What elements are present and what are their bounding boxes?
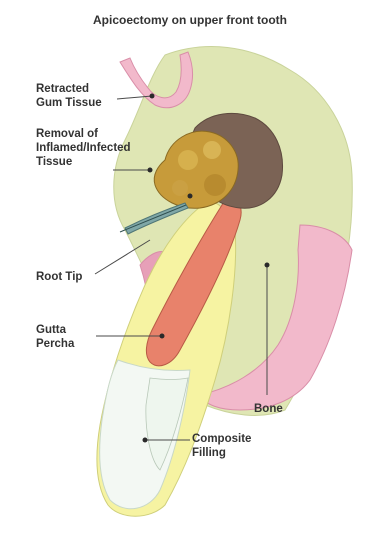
infection-bump-d xyxy=(172,180,188,196)
label-gutta: Gutta xyxy=(36,324,67,336)
removal-dot-2 xyxy=(188,194,193,199)
infection-bump-b xyxy=(203,141,221,159)
label-inflamed-infected: Inflamed/Infected xyxy=(36,142,131,154)
gutta-dot xyxy=(160,334,165,339)
label-filling: Filling xyxy=(192,447,226,459)
label-retracted: Retracted xyxy=(36,83,89,95)
label-bone: Bone xyxy=(254,403,283,415)
label-percha: Percha xyxy=(36,338,75,350)
label-gum-tissue: Gum Tissue xyxy=(36,97,102,109)
label-removal-of: Removal of xyxy=(36,128,98,140)
removal-dot xyxy=(148,168,153,173)
diagram-title: Apicoectomy on upper front tooth xyxy=(93,13,287,27)
label-root-tip: Root Tip xyxy=(36,271,82,283)
infection-bump-c xyxy=(204,174,226,196)
label-tissue: Tissue xyxy=(36,156,72,168)
composite-dot xyxy=(143,438,148,443)
infection-bump-a xyxy=(178,150,198,170)
bone-dot xyxy=(265,263,270,268)
label-composite: Composite xyxy=(192,433,251,445)
gum-dot xyxy=(150,94,155,99)
